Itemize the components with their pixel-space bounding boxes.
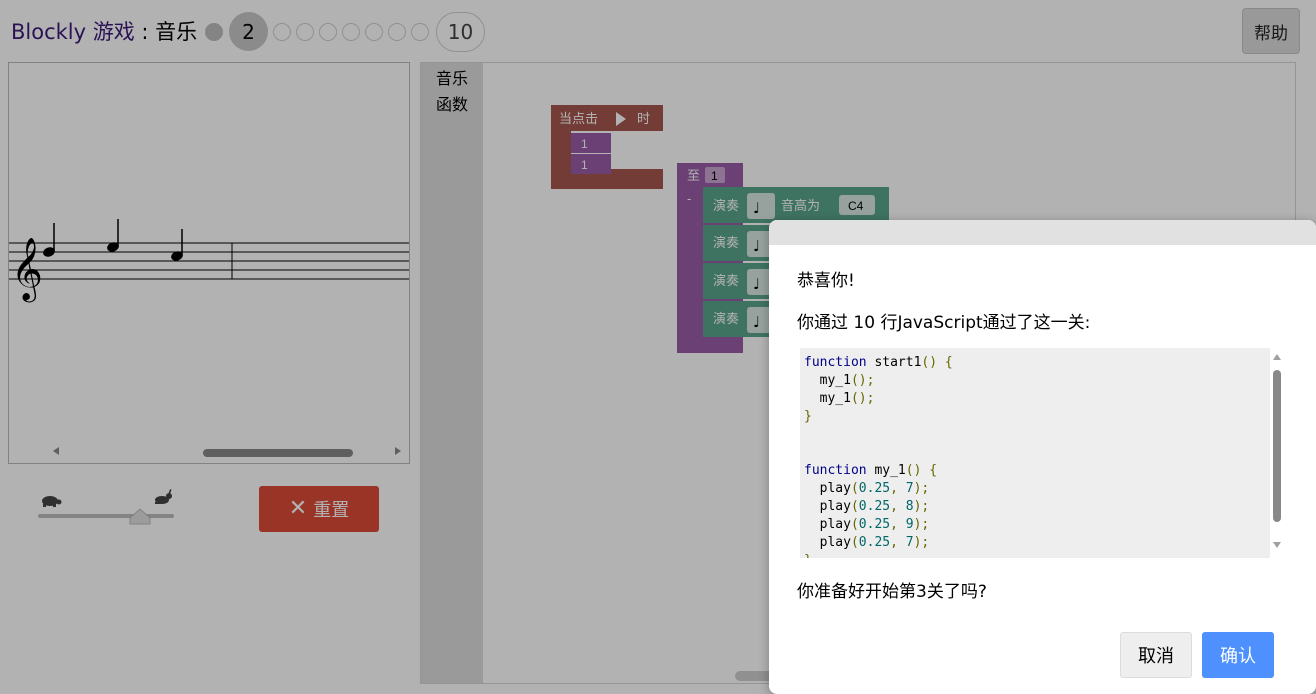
- function-name: 1: [711, 169, 718, 183]
- code-line: }: [804, 553, 812, 558]
- generated-code: function start1() { my_1(); my_1(); } fu…: [800, 348, 1270, 558]
- function-prefix: 至: [687, 168, 700, 183]
- code-scroll-thumb[interactable]: [1273, 370, 1281, 522]
- play-icon: [616, 112, 626, 126]
- help-button[interactable]: 帮助: [1242, 8, 1300, 54]
- generated-code-box[interactable]: function start1() { my_1(); my_1(); } fu…: [800, 348, 1270, 558]
- note-dropdown[interactable]: [747, 307, 775, 333]
- page-title: Blockly 游戏 : 音乐: [11, 18, 197, 46]
- function-dash: -: [687, 191, 691, 206]
- scroll-left-icon[interactable]: [53, 447, 59, 455]
- code-line: play(0.25, 7);: [804, 535, 930, 550]
- code-line: my_1();: [804, 373, 875, 388]
- pitch-field[interactable]: [839, 195, 875, 215]
- level-7-dot[interactable]: [365, 23, 383, 41]
- speed-slider[interactable]: [36, 488, 176, 532]
- rabbit-icon: [155, 489, 172, 504]
- ok-button[interactable]: 确认: [1202, 632, 1274, 678]
- brand-link[interactable]: Blockly 游戏: [11, 20, 135, 44]
- scroll-right-icon[interactable]: [395, 447, 401, 455]
- scroll-down-icon[interactable]: [1273, 542, 1281, 548]
- code-line: }: [804, 409, 812, 424]
- dialog-header[interactable]: [769, 220, 1316, 245]
- start-block-label: 当点击: [559, 111, 598, 126]
- reset-button[interactable]: ✕ 重置: [259, 486, 379, 532]
- level-8-dot[interactable]: [388, 23, 406, 41]
- play-label: 演奏: [713, 311, 739, 326]
- code-line: play(0.25, 8);: [804, 499, 930, 514]
- quarter-note-icon: ♩: [753, 313, 760, 331]
- cancel-button[interactable]: 取消: [1120, 632, 1192, 678]
- reset-label: 重置: [313, 500, 350, 521]
- level-3-dot[interactable]: [273, 23, 291, 41]
- pitch-value: C4: [848, 199, 864, 213]
- play-label: 演奏: [713, 198, 739, 213]
- code-scrollbar[interactable]: [1270, 348, 1284, 558]
- speed-slider-knob[interactable]: [129, 508, 151, 525]
- note-dropdown[interactable]: [747, 193, 775, 219]
- call-block-2-label: 1: [581, 158, 588, 172]
- code-line: play(0.25, 9);: [804, 517, 930, 532]
- line-count-text: 你通过 10 行JavaScript通过了这一关:: [797, 313, 1091, 333]
- call-block-1[interactable]: [571, 133, 611, 153]
- quarter-note-icon: ♩: [753, 199, 760, 217]
- call-block-1-label: 1: [581, 137, 588, 151]
- turtle-icon: [42, 496, 62, 507]
- treble-clef-icon: 𝄞: [11, 237, 43, 303]
- note-dropdown[interactable]: [747, 269, 775, 295]
- level-1-dot[interactable]: [205, 23, 223, 41]
- level-4-dot[interactable]: [296, 23, 314, 41]
- close-icon: ✕: [288, 496, 308, 521]
- music-staff: 𝄞: [9, 219, 409, 457]
- code-line: function my_1() {: [804, 463, 938, 478]
- play-block-1[interactable]: 演奏 ♩ 音高为 C4: [703, 187, 889, 223]
- toolbox-category-functions[interactable]: 函数: [435, 95, 468, 114]
- call-block-2[interactable]: [571, 154, 611, 174]
- pitch-label: 音高为: [781, 198, 820, 213]
- note-dropdown[interactable]: [747, 231, 775, 257]
- quarter-note-icon: ♩: [753, 237, 760, 255]
- scroll-up-icon[interactable]: [1273, 354, 1281, 360]
- code-line: function start1() {: [804, 355, 953, 370]
- toolbox-category-music[interactable]: 音乐: [435, 69, 468, 88]
- next-level-question: 你准备好开始第3关了吗?: [797, 582, 987, 602]
- level-10-button[interactable]: 10: [436, 12, 485, 52]
- level-6-dot[interactable]: [342, 23, 360, 41]
- code-line: my_1();: [804, 391, 875, 406]
- level-5-dot[interactable]: [319, 23, 337, 41]
- start-block-suffix: 时: [637, 111, 650, 126]
- level-9-dot[interactable]: [411, 23, 429, 41]
- canvas-scroll-thumb[interactable]: [203, 449, 353, 457]
- function-name-field[interactable]: [705, 167, 725, 183]
- congrats-text: 恭喜你!: [797, 271, 855, 291]
- level-name: 音乐: [155, 20, 198, 44]
- play-label: 演奏: [713, 235, 739, 250]
- when-clicked-block[interactable]: 当点击 时 1 1: [551, 105, 663, 189]
- code-line: play(0.25, 7);: [804, 481, 930, 496]
- level-complete-dialog: 恭喜你! 你通过 10 行JavaScript通过了这一关: function …: [769, 220, 1316, 694]
- music-staff-canvas: 𝄞: [8, 62, 410, 464]
- level-2-current[interactable]: 2: [229, 12, 268, 51]
- play-label: 演奏: [713, 273, 739, 288]
- toolbox: 音乐 函数: [421, 63, 483, 683]
- title-separator: :: [134, 20, 156, 44]
- quarter-note-icon: ♩: [753, 275, 760, 293]
